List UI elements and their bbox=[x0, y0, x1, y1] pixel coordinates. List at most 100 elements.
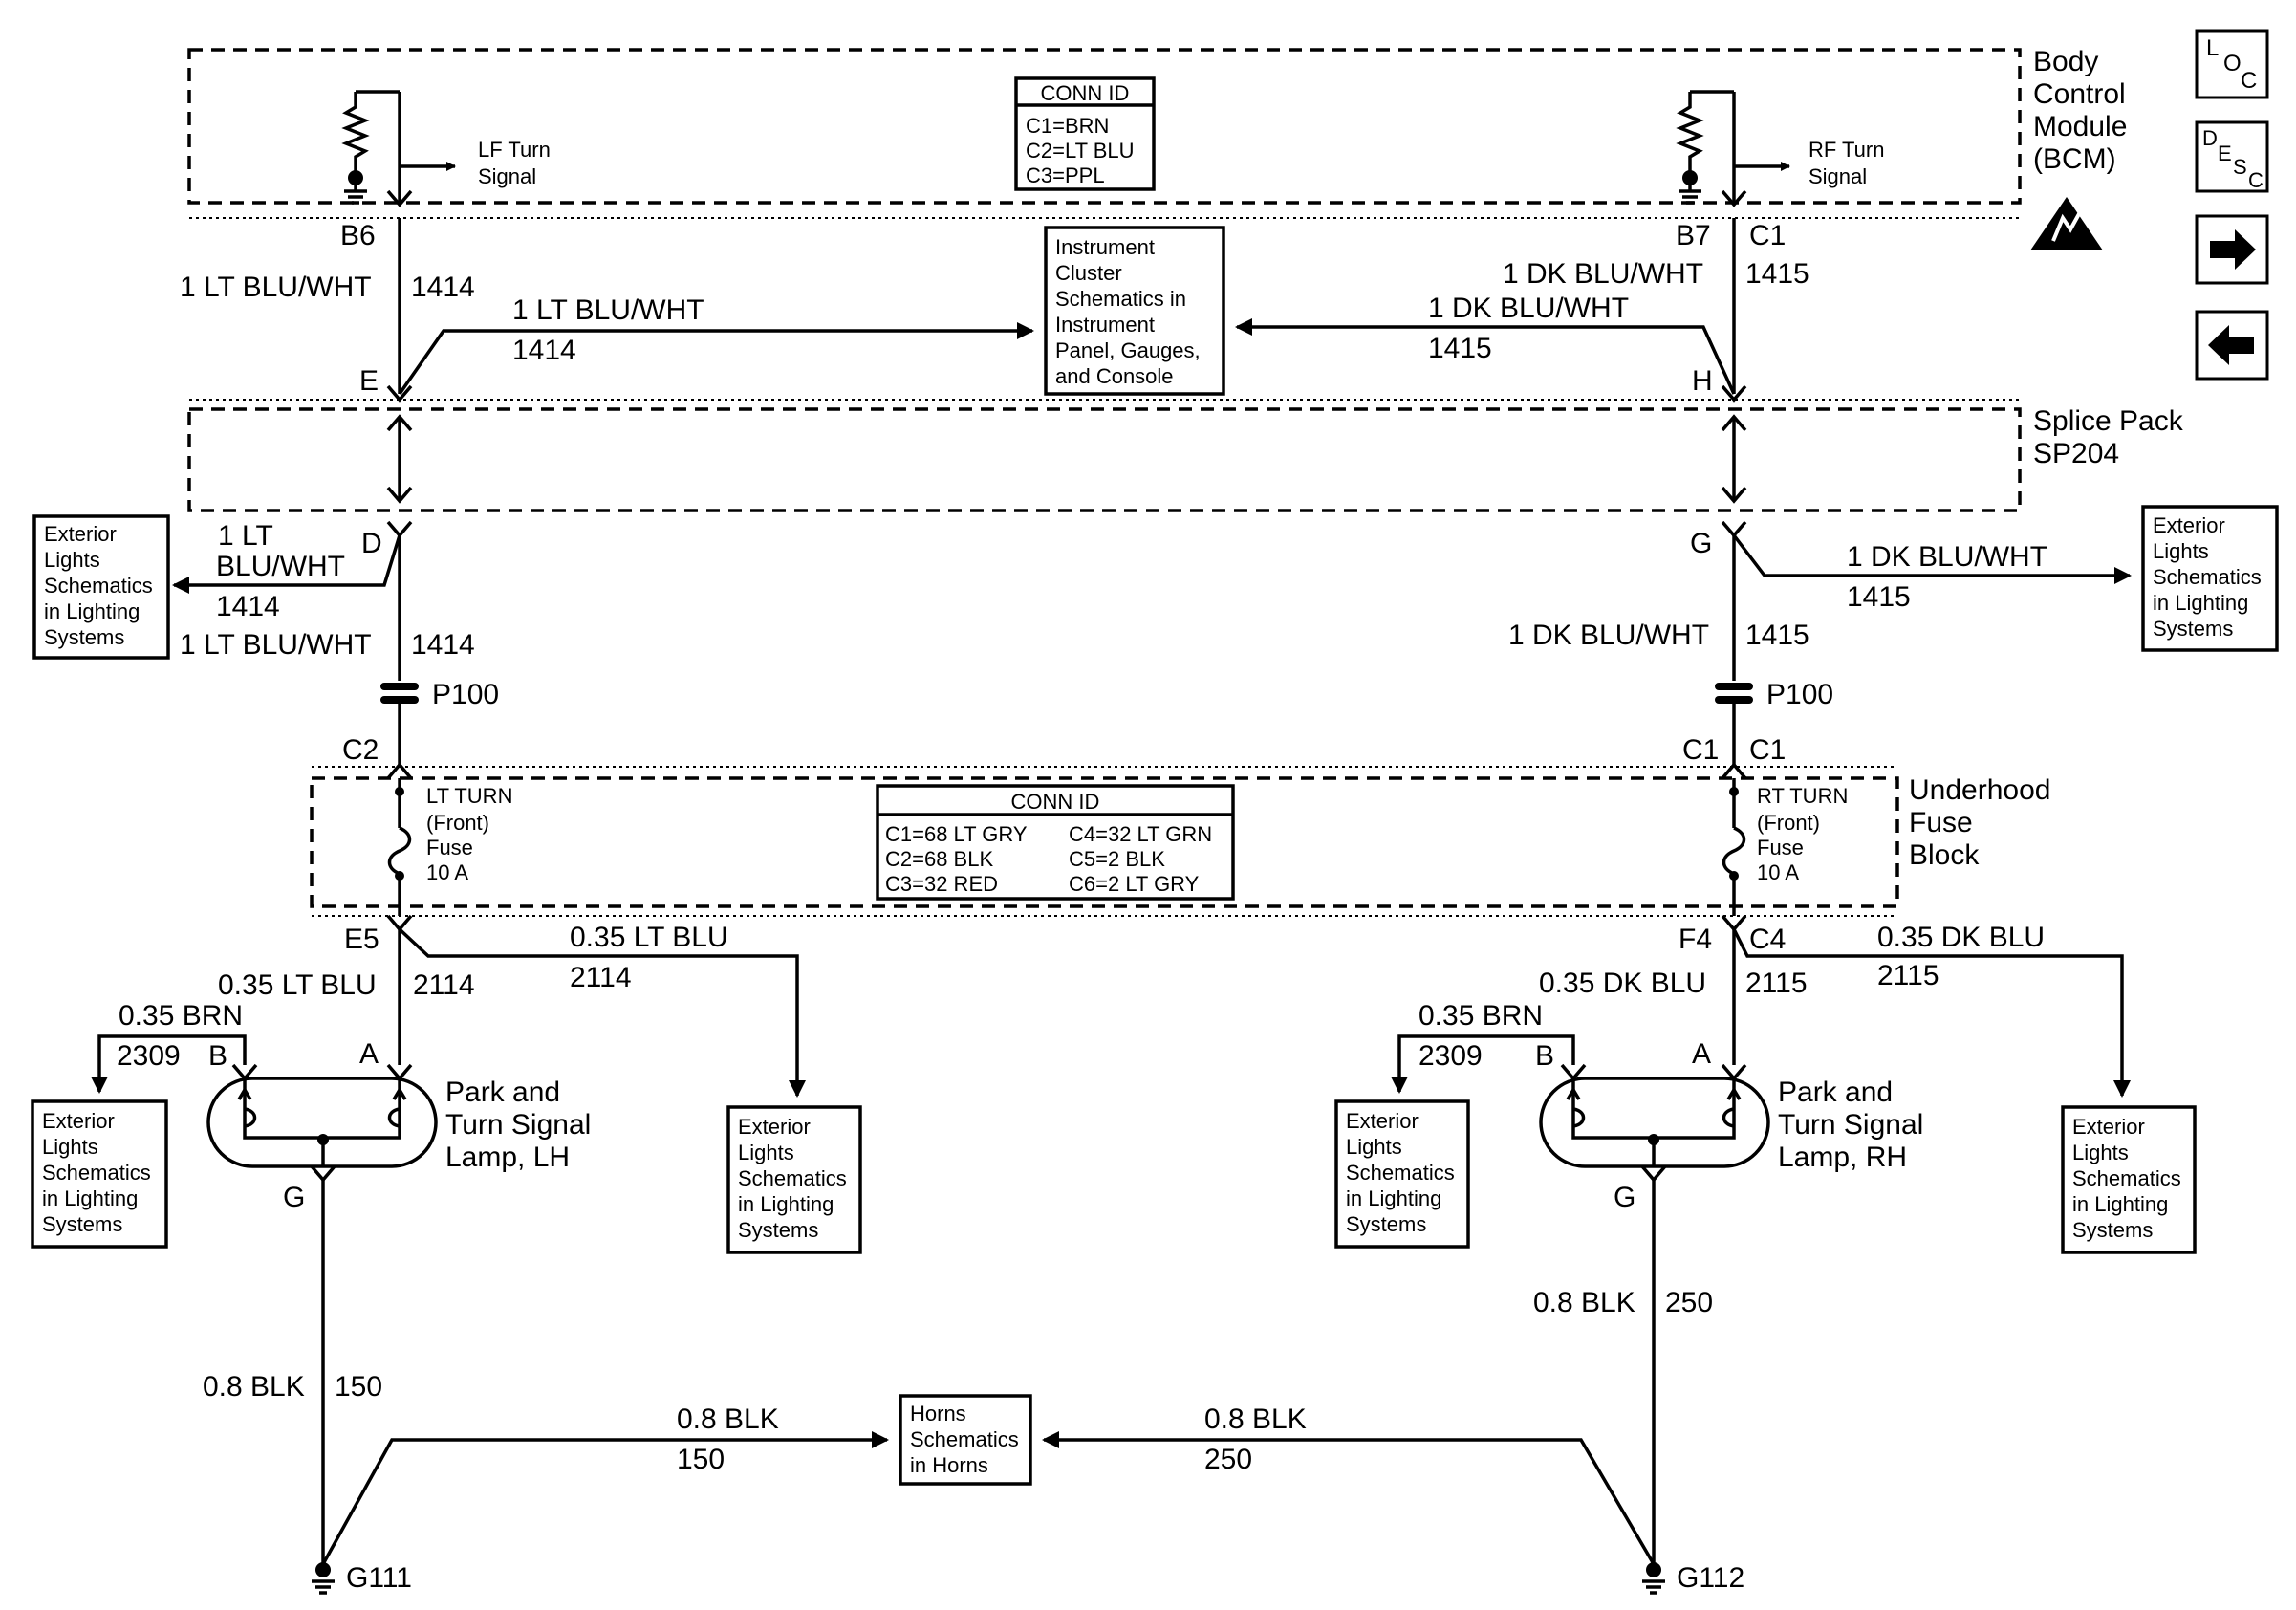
ext-lr-l1: Exterior bbox=[2072, 1115, 2145, 1139]
back-button[interactable] bbox=[2195, 310, 2269, 381]
wire-l-low-1414: 1414 bbox=[411, 629, 475, 661]
loc-button[interactable]: L O C bbox=[2195, 29, 2269, 99]
bcm-conn-id-box: CONN ID C1=BRN C2=LT BLU C3=PPL bbox=[1014, 76, 1156, 191]
horns-ref-l1: Horns bbox=[910, 1402, 966, 1425]
wire-l-ext-bluwht: BLU/WHT bbox=[216, 551, 345, 582]
wire-l-2114-a: 2114 bbox=[413, 969, 475, 1001]
wire-h-r-250: 250 bbox=[1204, 1444, 1252, 1475]
bcm-conn-c1: C1=BRN bbox=[1026, 114, 1109, 138]
exterior-lights-ref-upper-left[interactable]: Exterior Lights Schematics in Lighting S… bbox=[32, 514, 170, 660]
ufb-conn-c2: C2=68 BLK bbox=[885, 847, 993, 871]
wire-l-ext-1lt: 1 LT bbox=[218, 520, 273, 552]
ext-lc-l5: Systems bbox=[738, 1218, 818, 1242]
bcm-conn-id-title: CONN ID bbox=[1041, 81, 1130, 105]
ext-ul-l3: Schematics bbox=[44, 574, 153, 598]
ground-g112: G112 bbox=[1677, 1562, 1744, 1594]
ic-ref-l1: Instrument bbox=[1055, 235, 1155, 259]
ext-rc-l3: Schematics bbox=[1346, 1161, 1455, 1185]
wire-r-035dkblu-a: 0.35 DK BLU bbox=[1539, 968, 1706, 999]
ic-ref-l2: Cluster bbox=[1055, 261, 1122, 285]
exterior-lights-ref-lower-right[interactable]: Exterior Lights Schematics in Lighting S… bbox=[2061, 1105, 2197, 1254]
loc-c: C bbox=[2241, 68, 2257, 94]
lf-turn-label-2: Signal bbox=[478, 164, 536, 188]
ext-ul-l2: Lights bbox=[44, 548, 100, 572]
wire-r-2309: 2309 bbox=[1419, 1040, 1483, 1072]
ic-ref-l5: Panel, Gauges, bbox=[1055, 338, 1201, 362]
ext-lc-l1: Exterior bbox=[738, 1115, 811, 1139]
rt-fuse-l2: (Front) bbox=[1757, 811, 1820, 835]
exterior-lights-ref-lower-center-left[interactable]: Exterior Lights Schematics in Lighting S… bbox=[726, 1105, 862, 1254]
rt-fuse-l4: 10 A bbox=[1757, 860, 1799, 884]
wire-r-2115-b: 2115 bbox=[1877, 960, 1939, 991]
wire-l-035ltblu-b: 0.35 LT BLU bbox=[570, 922, 728, 953]
ext-lc-l2: Lights bbox=[738, 1141, 794, 1164]
rf-turn-label-2: Signal bbox=[1809, 164, 1867, 188]
back-arrow-icon bbox=[2208, 325, 2254, 365]
bcm-conn-c2: C2=LT BLU bbox=[1026, 139, 1135, 163]
horns-ref[interactable]: Horns Schematics in Horns bbox=[899, 1394, 1032, 1486]
pin-e5: E5 bbox=[344, 924, 379, 955]
wire-l-2309: 2309 bbox=[117, 1040, 181, 1072]
pin-c1-mid-a: C1 bbox=[1682, 734, 1719, 766]
desc-e: E bbox=[2218, 141, 2232, 165]
lt-fuse-l2: (Front) bbox=[426, 811, 489, 835]
rf-turn-input-circuit: RF Turn Signal bbox=[1676, 90, 1884, 205]
pin-d: D bbox=[361, 528, 382, 559]
wire-l-ltbluwht: 1 LT BLU/WHT bbox=[180, 272, 372, 303]
ufb-conn-c1: C1=68 LT GRY bbox=[885, 822, 1028, 846]
esd-warning-icon bbox=[2030, 197, 2103, 250]
exterior-lights-ref-lower-center-right[interactable]: Exterior Lights Schematics in Lighting S… bbox=[1334, 1099, 1470, 1249]
wire-h-l-08blk: 0.8 BLK bbox=[677, 1403, 779, 1435]
exterior-lights-ref-upper-right[interactable]: Exterior Lights Schematics in Lighting S… bbox=[2141, 505, 2279, 652]
ext-lr-l5: Systems bbox=[2072, 1218, 2153, 1242]
ext-ll-l4: in Lighting bbox=[42, 1186, 138, 1210]
lf-turn-label-1: LF Turn bbox=[478, 138, 551, 162]
p100-right-label: P100 bbox=[1766, 679, 1833, 710]
wire-r-ic-dkbluwht: 1 DK BLU/WHT bbox=[1428, 293, 1629, 324]
lt-fuse-l4: 10 A bbox=[426, 860, 468, 884]
ext-ll-l5: Systems bbox=[42, 1212, 122, 1236]
ext-rc-l1: Exterior bbox=[1346, 1109, 1419, 1133]
rf-turn-label-1: RF Turn bbox=[1809, 138, 1884, 162]
wire-l-ext-1414: 1414 bbox=[216, 591, 280, 622]
ext-rc-l5: Systems bbox=[1346, 1212, 1426, 1236]
ufb-conn-c3: C3=32 RED bbox=[885, 872, 998, 896]
ext-ul-l5: Systems bbox=[44, 625, 124, 649]
wire-l-2114-b: 2114 bbox=[570, 962, 632, 993]
exterior-lights-ref-lower-left[interactable]: Exterior Lights Schematics in Lighting S… bbox=[31, 1099, 168, 1249]
wire-r-ext-1415: 1415 bbox=[1847, 581, 1911, 613]
pin-lh-b: B bbox=[208, 1040, 227, 1072]
pin-lh-g: G bbox=[283, 1182, 305, 1213]
forward-arrow-icon bbox=[2210, 229, 2256, 270]
wire-h-l-150: 150 bbox=[677, 1444, 725, 1475]
desc-button[interactable]: D E S C bbox=[2195, 120, 2269, 193]
ic-ref-l3: Schematics in bbox=[1055, 287, 1186, 311]
ext-rc-l2: Lights bbox=[1346, 1135, 1402, 1159]
ground-circuit-left: G 0.8 BLK 150 G111 bbox=[203, 1164, 412, 1595]
pin-c2: C2 bbox=[342, 734, 379, 766]
wire-r-ic-1415: 1415 bbox=[1428, 333, 1492, 364]
pin-c1-mid-b: C1 bbox=[1749, 734, 1786, 766]
lt-fuse-l1: LT TURN bbox=[426, 784, 512, 808]
splice-label-1: Splice Pack bbox=[2033, 405, 2184, 437]
ext-ur-l5: Systems bbox=[2153, 617, 2233, 641]
bcm-label-1: Body bbox=[2033, 46, 2098, 77]
lamp-lh-l1: Park and bbox=[445, 1077, 560, 1108]
bcm-label-3: Module bbox=[2033, 111, 2127, 142]
b7-terminal bbox=[1721, 189, 1747, 207]
instrument-cluster-ref[interactable]: Instrument Cluster Schematics in Instrum… bbox=[1044, 226, 1225, 396]
ground-circuit-right: G 0.8 BLK 250 G112 bbox=[1533, 1164, 1744, 1595]
wire-l-150: 150 bbox=[335, 1371, 382, 1403]
ext-rc-l4: in Lighting bbox=[1346, 1186, 1441, 1210]
pin-b7: B7 bbox=[1676, 220, 1711, 251]
splice-pack-sp204: Splice Pack SP204 bbox=[187, 399, 2184, 512]
lt-fuse-l3: Fuse bbox=[426, 836, 473, 859]
horns-ref-l2: Schematics bbox=[910, 1427, 1019, 1451]
ext-ul-l1: Exterior bbox=[44, 522, 117, 546]
ext-ul-l4: in Lighting bbox=[44, 599, 140, 623]
lamp-lh-l3: Lamp, LH bbox=[445, 1142, 570, 1173]
ext-ur-l2: Lights bbox=[2153, 539, 2209, 563]
forward-button[interactable] bbox=[2195, 214, 2269, 285]
bcm-label-4: (BCM) bbox=[2033, 143, 2116, 175]
